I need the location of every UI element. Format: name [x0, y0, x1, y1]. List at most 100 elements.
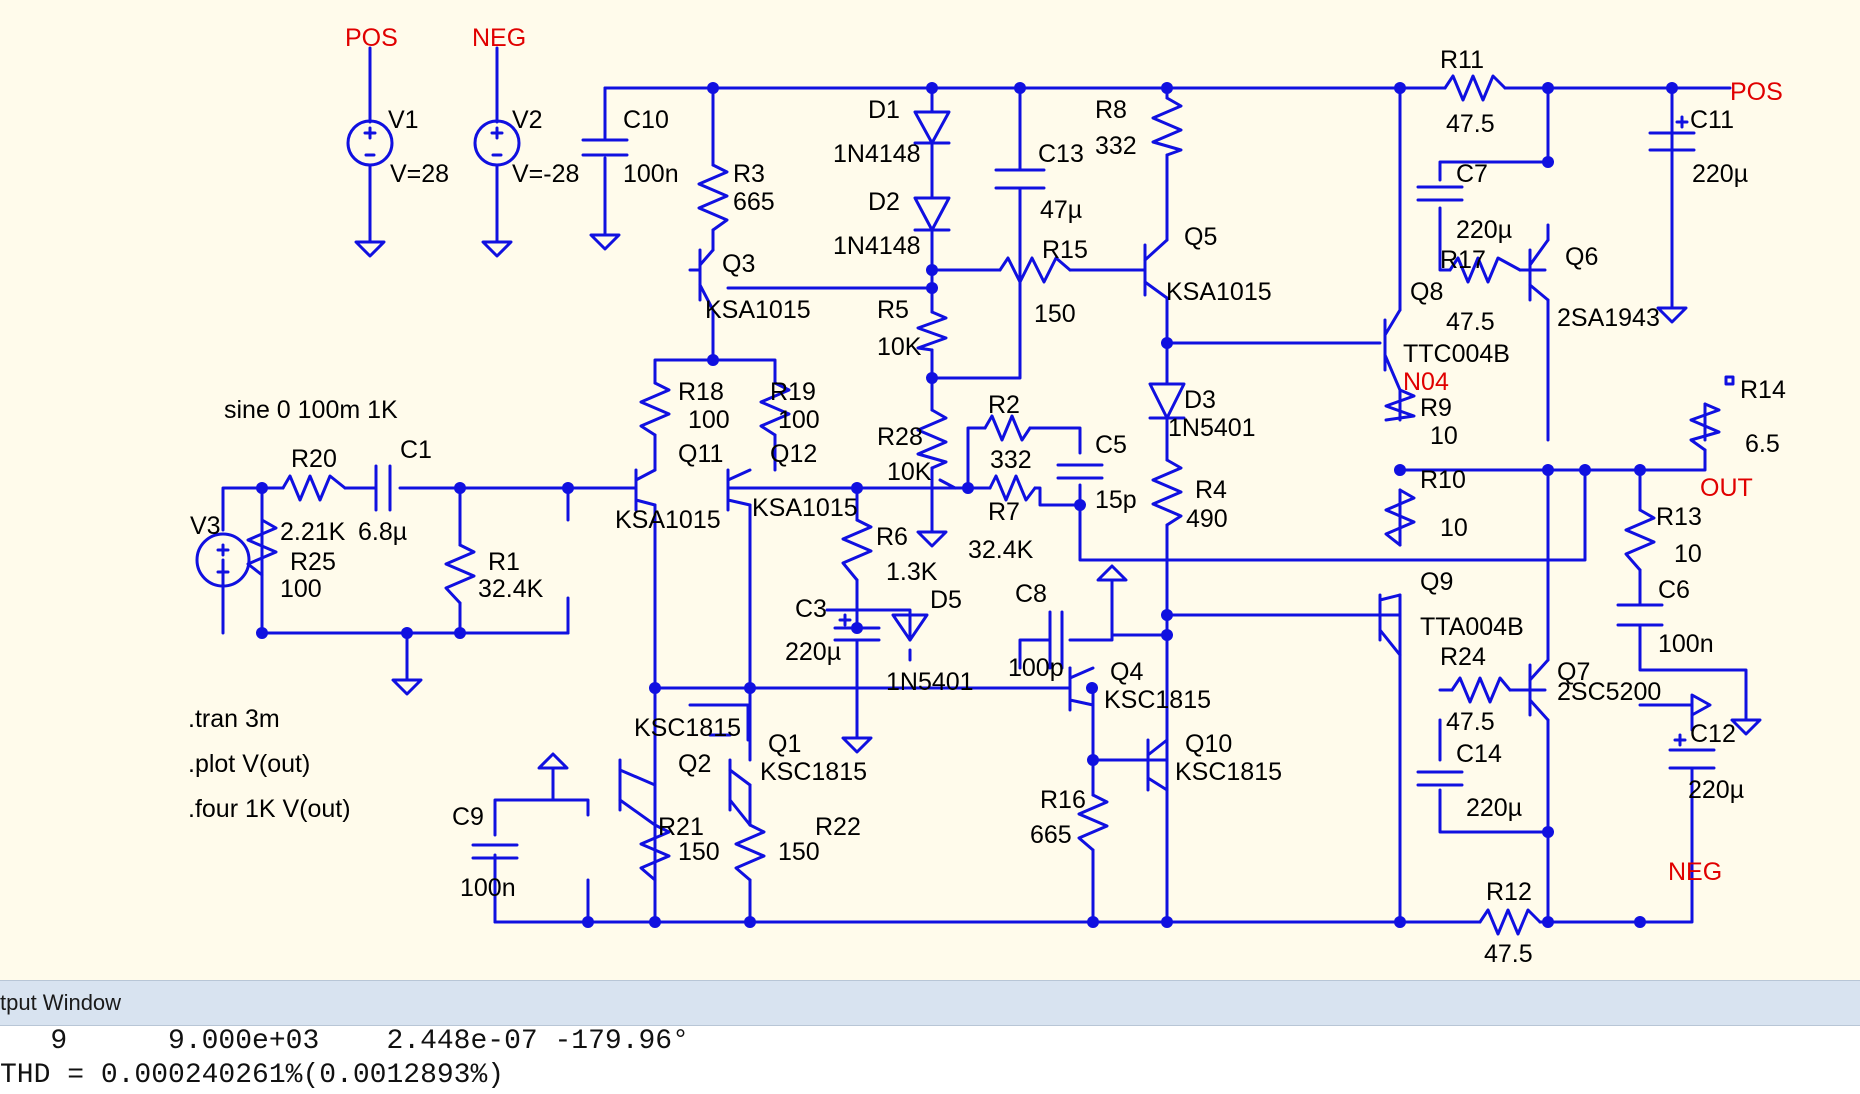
q6-ref: Q6 — [1565, 243, 1598, 271]
r9-value: 10 — [1430, 422, 1458, 450]
schematic-canvas[interactable]: POS NEG POS OUT NEG N04 V1 V=28 V2 V=-28… — [0, 0, 1860, 980]
c10-value: 100n — [623, 160, 679, 188]
v2-ref: V2 — [512, 106, 543, 134]
q12-value: KSA1015 — [752, 494, 858, 522]
q10-value: KSC1815 — [1175, 758, 1282, 786]
r24-value: 47.5 — [1446, 708, 1495, 736]
q3-value: KSA1015 — [705, 296, 811, 324]
directive-tran: .tran 3m — [188, 705, 280, 733]
c14-value: 220µ — [1466, 794, 1522, 822]
q5-ref: Q5 — [1184, 223, 1217, 251]
r6-value: 1.3K — [886, 558, 938, 586]
c6-value: 100n — [1658, 630, 1714, 658]
r28-ref: R28 — [877, 423, 923, 451]
c8-ref: C8 — [1015, 580, 1047, 608]
c9-value: 100n — [460, 874, 516, 902]
q10-ref: Q10 — [1185, 730, 1232, 758]
q9-ref: Q9 — [1420, 568, 1453, 596]
r12-value: 47.5 — [1484, 940, 1533, 968]
r9-ref: R9 — [1420, 394, 1452, 422]
r1-value: 32.4K — [478, 575, 544, 603]
r8-ref: R8 — [1095, 96, 1127, 124]
q1-value: KSC1815 — [760, 758, 867, 786]
r3-value: 665 — [733, 188, 775, 216]
r15-value: 150 — [1034, 300, 1076, 328]
d2-value: 1N4148 — [833, 232, 921, 260]
d5-value: 1N5401 — [886, 668, 974, 696]
output-window[interactable]: tput Window 9 9.000e+03 2.448e-07 -179.9… — [0, 980, 1860, 1094]
r17-ref: R17 — [1440, 246, 1486, 274]
r8-value: 332 — [1095, 132, 1137, 160]
d1-ref: D1 — [868, 96, 900, 124]
r2-value: 332 — [990, 446, 1032, 474]
r22-ref: R22 — [815, 813, 861, 841]
q8-ref: Q8 — [1410, 278, 1443, 306]
d2-ref: D2 — [868, 188, 900, 216]
v1-ref: V1 — [388, 106, 419, 134]
r17-value: 47.5 — [1446, 308, 1495, 336]
c8-value: 100p — [1008, 654, 1064, 682]
r14-ref: R14 — [1740, 376, 1786, 404]
c14-ref: C14 — [1456, 740, 1502, 768]
v3-value: sine 0 100m 1K — [224, 396, 398, 424]
spice-directives[interactable]: .tran 3m .plot V(out) .four 1K V(out) — [188, 705, 351, 823]
r21-ref: R21 — [658, 813, 704, 841]
r3-ref: R3 — [733, 160, 765, 188]
q3-ref: Q3 — [722, 250, 755, 278]
c10-ref: C10 — [623, 106, 669, 134]
directive-four: .four 1K V(out) — [188, 795, 351, 823]
r10-ref: R10 — [1420, 466, 1466, 494]
wire-network — [221, 46, 1748, 924]
output-line-thd: THD = 0.000240261%(0.0012893%) — [0, 1060, 505, 1091]
output-window-title[interactable]: tput Window — [0, 980, 1860, 1026]
q4-value: KSC1815 — [1104, 686, 1211, 714]
c5-value: 15p — [1095, 486, 1137, 514]
q2-value: KSC1815 — [634, 714, 741, 742]
q7-ref: Q7 — [1557, 658, 1590, 686]
r19-ref: R19 — [770, 378, 816, 406]
r22-value: 150 — [778, 838, 820, 866]
r25-ref: R25 — [290, 548, 336, 576]
net-label-n04: N04 — [1403, 368, 1449, 396]
r25-value: 100 — [280, 575, 322, 603]
c3-ref: C3 — [795, 595, 827, 623]
r7-value: 32.4K — [968, 536, 1034, 564]
q9-value: TTA004B — [1420, 613, 1524, 641]
r28-value: 10K — [887, 458, 932, 486]
c7-value: 220µ — [1456, 216, 1512, 244]
r4-ref: R4 — [1195, 476, 1227, 504]
r20-value: 2.21K — [280, 518, 346, 546]
r16-value: 665 — [1030, 821, 1072, 849]
q12-ref: Q12 — [770, 440, 817, 468]
q2-ref: Q2 — [678, 750, 711, 778]
q1-ref: Q1 — [768, 730, 801, 758]
r7-ref: R7 — [988, 498, 1020, 526]
output-window-body[interactable]: 9 9.000e+03 2.448e-07 -179.96° THD = 0.0… — [0, 1026, 1860, 1094]
r11-value: 47.5 — [1446, 110, 1495, 138]
net-label-neg-out: NEG — [1668, 858, 1722, 886]
c1-ref: C1 — [400, 436, 432, 464]
r12-ref: R12 — [1486, 878, 1532, 906]
r24-ref: R24 — [1440, 643, 1486, 671]
d5-ref: D5 — [930, 586, 962, 614]
r20-ref: R20 — [291, 445, 337, 473]
q11-ref: Q11 — [678, 440, 723, 468]
v2-value: V=-28 — [512, 160, 579, 188]
r21-value: 150 — [678, 838, 720, 866]
c1-value: 6.8µ — [358, 518, 407, 546]
c5-ref: C5 — [1095, 431, 1127, 459]
d3-value: 1N5401 — [1168, 414, 1256, 442]
q11-value: KSA1015 — [615, 506, 721, 534]
r15-ref: R15 — [1042, 236, 1088, 264]
c7-ref: C7 — [1456, 160, 1488, 188]
c9-ref: C9 — [452, 803, 484, 831]
r19-value: 100 — [778, 406, 820, 434]
r10-value: 10 — [1440, 514, 1468, 542]
q5-value: KSA1015 — [1166, 278, 1272, 306]
d3-ref: D3 — [1184, 386, 1216, 414]
q7-value: 2SC5200 — [1557, 678, 1661, 706]
component-symbols[interactable] — [195, 74, 1762, 936]
net-label-pos: POS — [345, 24, 398, 52]
output-line-harmonic: 9 9.000e+03 2.448e-07 -179.96° — [0, 1026, 689, 1057]
r18-value: 100 — [688, 406, 730, 434]
